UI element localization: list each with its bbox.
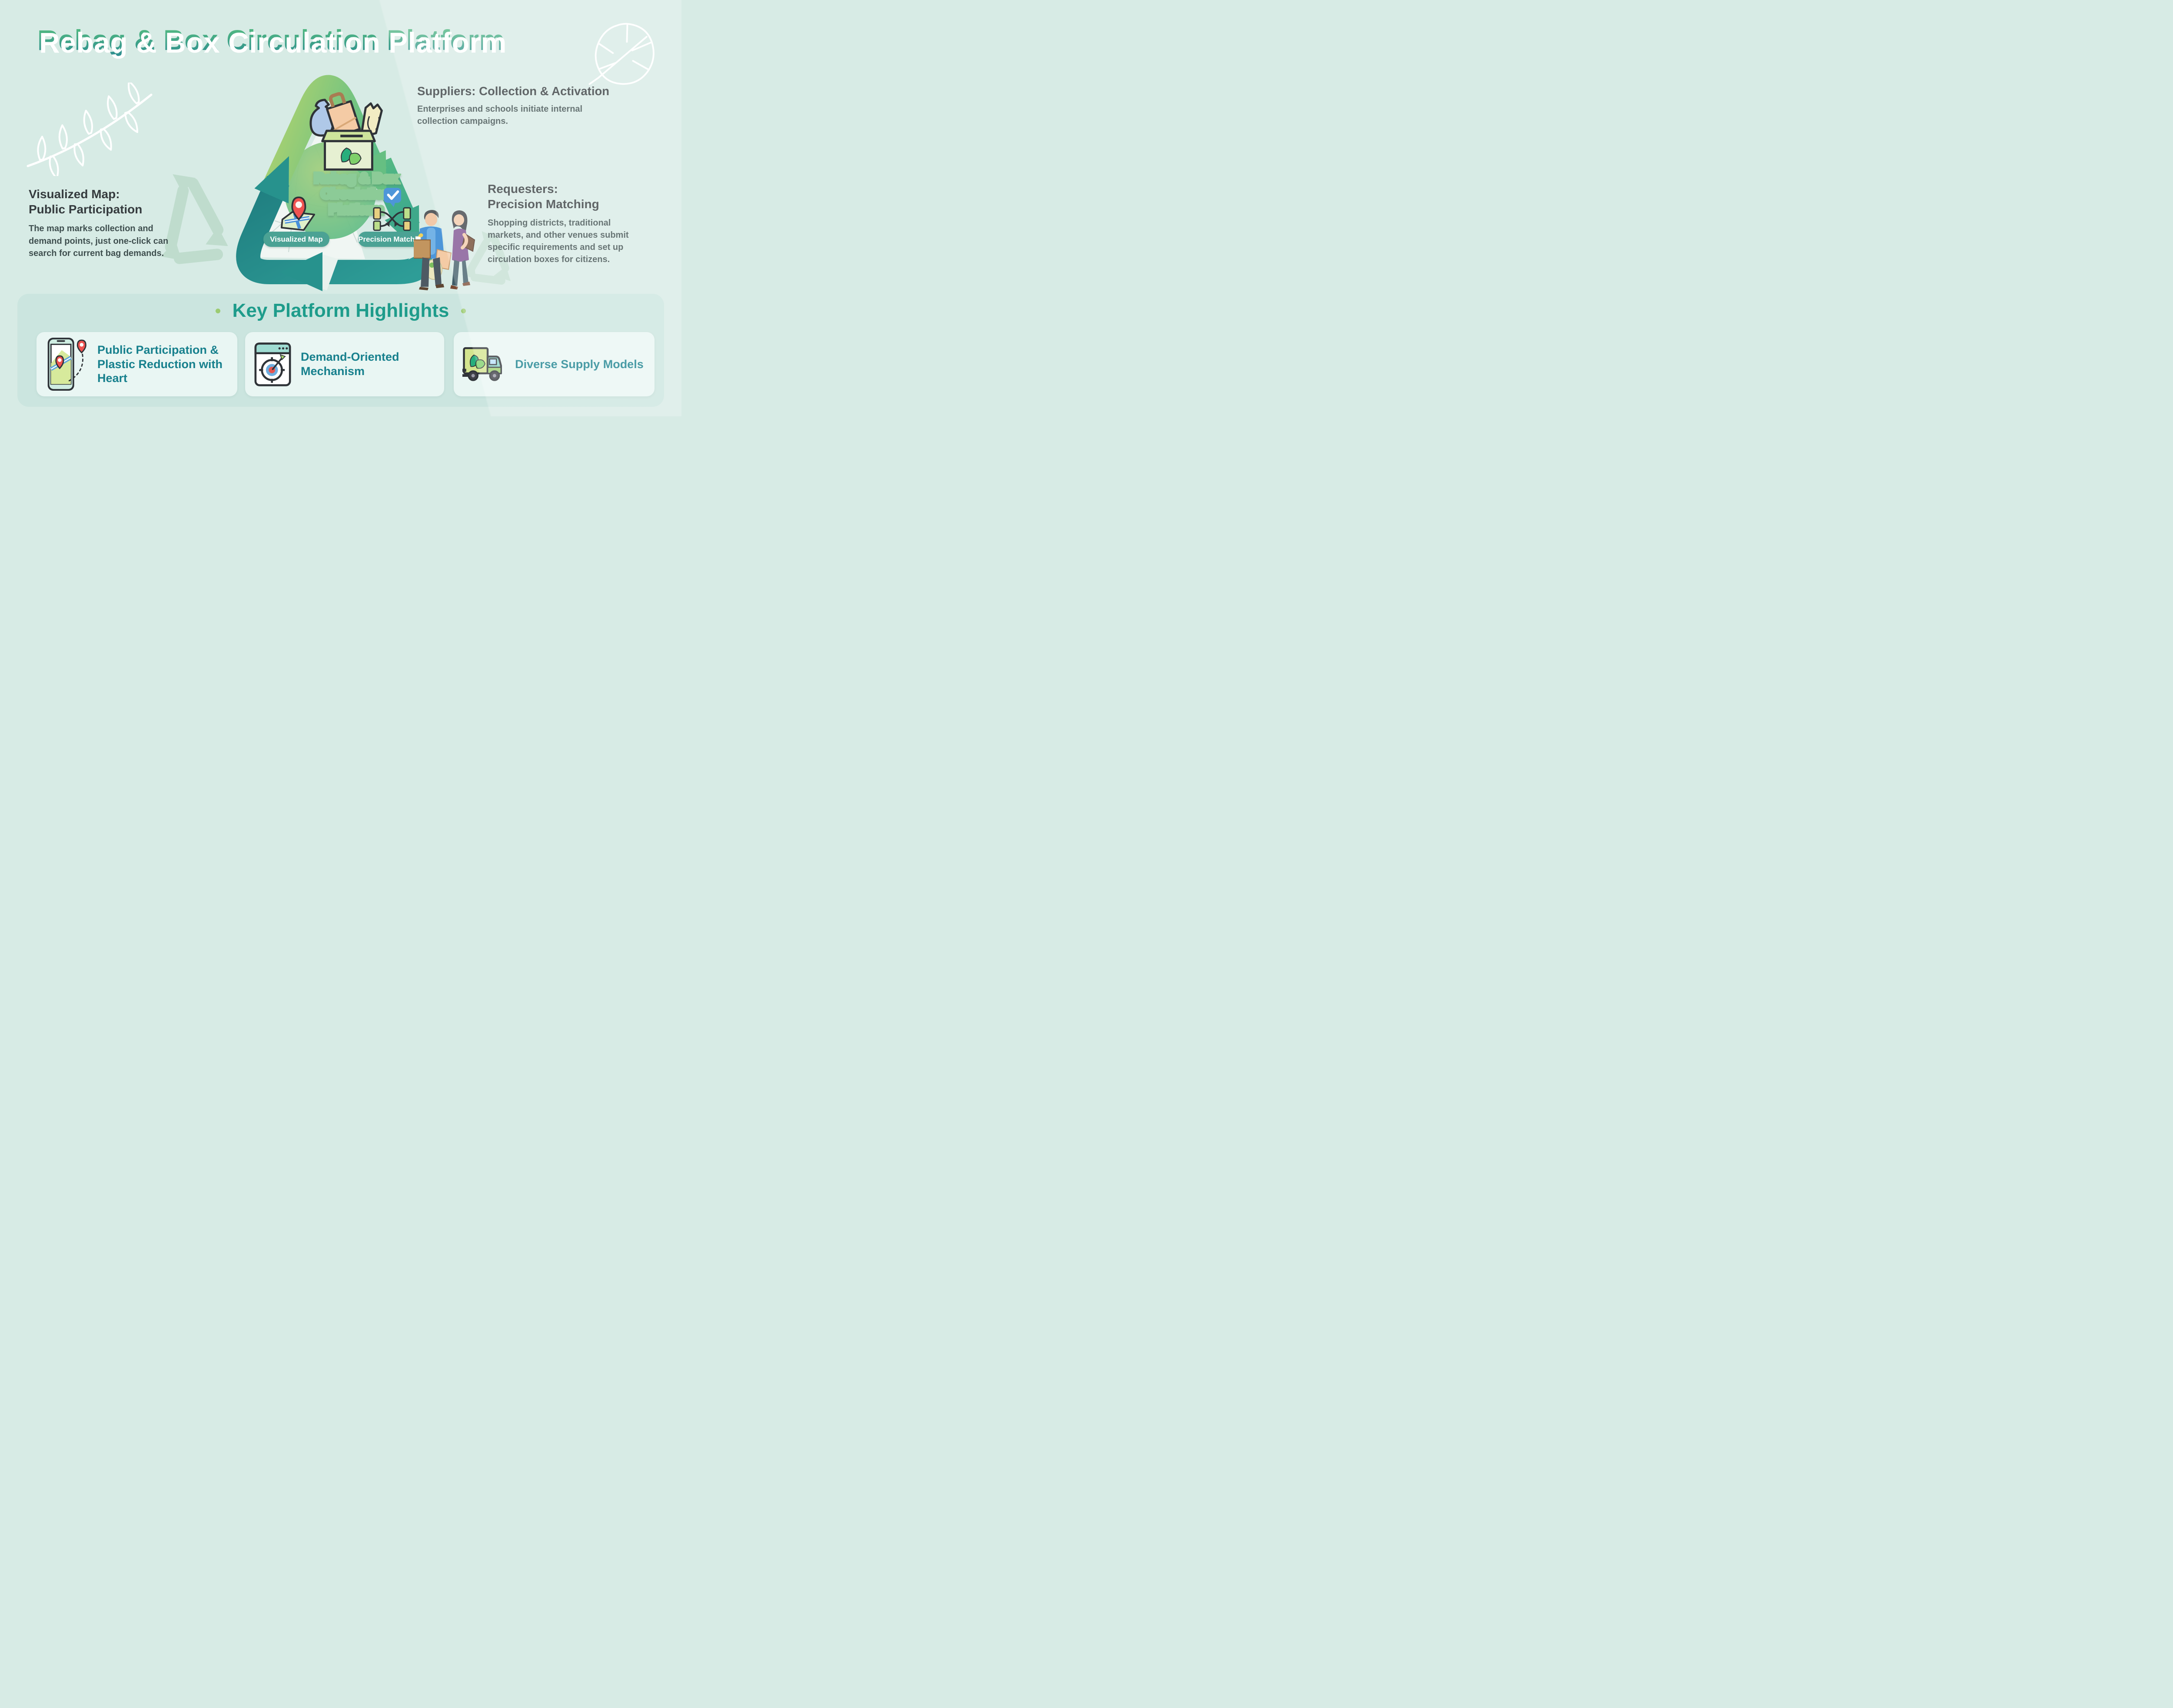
visualized-map-pill-label: Visualized Map (270, 235, 323, 243)
page-title-text: Rebag & Box Circulation Platform (37, 24, 505, 56)
diagram-center-label: Rebag & Box Circulation Platform Rebag &… (303, 169, 409, 219)
card-label: Public Participation & Plastic Reduction… (97, 343, 223, 385)
precision-matching-pill-label: Precision Matching (358, 235, 426, 243)
delivery-truck-icon (462, 347, 502, 381)
diagram-center-label-outline: Rebag & Box Circulation Platform (312, 169, 400, 219)
visualized-map-pill: Visualized Map (263, 232, 329, 247)
recycle-outline-decoration (161, 174, 228, 264)
browser-target-icon (254, 342, 291, 386)
highlight-card-public-participation: Public Participation & Plastic Reduction… (37, 332, 237, 396)
green-dot-left (215, 308, 220, 313)
infographic-canvas: Rebag & Box Circulation Platform Rebag &… (0, 0, 681, 416)
page-title-shadow: Rebag & Box Circulation Platform (39, 27, 507, 59)
requesters-callout: Requesters: Precision Matching Shopping … (488, 182, 661, 266)
arrow-head-left (280, 252, 322, 291)
suppliers-heading: Suppliers: Collection & Activation (417, 84, 610, 98)
collection-box-icon (309, 92, 383, 171)
suppliers-body: Enterprises and schools initiate interna… (417, 104, 583, 126)
page-title: Rebag & Box Circulation Platform Rebag &… (37, 23, 507, 59)
recycle-outline-decoration (462, 231, 511, 285)
highlights-heading: Key Platform Highlights (232, 300, 449, 321)
check-bubble-icon (383, 188, 402, 207)
card-label: Demand-Oriented Mechanism (301, 350, 399, 378)
card-label: Diverse Supply Models (515, 357, 644, 371)
fern-branch-decoration (27, 83, 153, 176)
phone-map-icon (47, 338, 86, 391)
highlight-card-diverse-supply: Diverse Supply Models (454, 332, 655, 396)
visualized-map-body: The map marks collection and demand poin… (29, 224, 169, 259)
green-dot-right (461, 308, 466, 313)
monstera-leaf-decoration (588, 23, 655, 85)
requesters-body: Shopping districts, traditional markets,… (488, 218, 629, 265)
requesters-heading: Requesters: Precision Matching (488, 182, 599, 211)
map-pin-icon (281, 196, 316, 231)
box-body (321, 130, 376, 171)
visualized-map-heading: Visualized Map: Public Participation (29, 187, 143, 216)
shoppers-illustration (414, 210, 475, 290)
suppliers-callout: Suppliers: Collection & Activation Enter… (417, 84, 626, 128)
diagram-center-label-text: Rebag & Box Circulation Platform (314, 170, 399, 217)
arrow-bottom-left-teal (236, 156, 432, 284)
matching-flow-icon (373, 188, 411, 231)
highlight-card-demand-oriented: Demand-Oriented Mechanism (245, 332, 444, 396)
visualized-map-callout: Visualized Map: Public Participation The… (29, 187, 203, 260)
highlights-heading-row: Key Platform Highlights (0, 300, 681, 322)
